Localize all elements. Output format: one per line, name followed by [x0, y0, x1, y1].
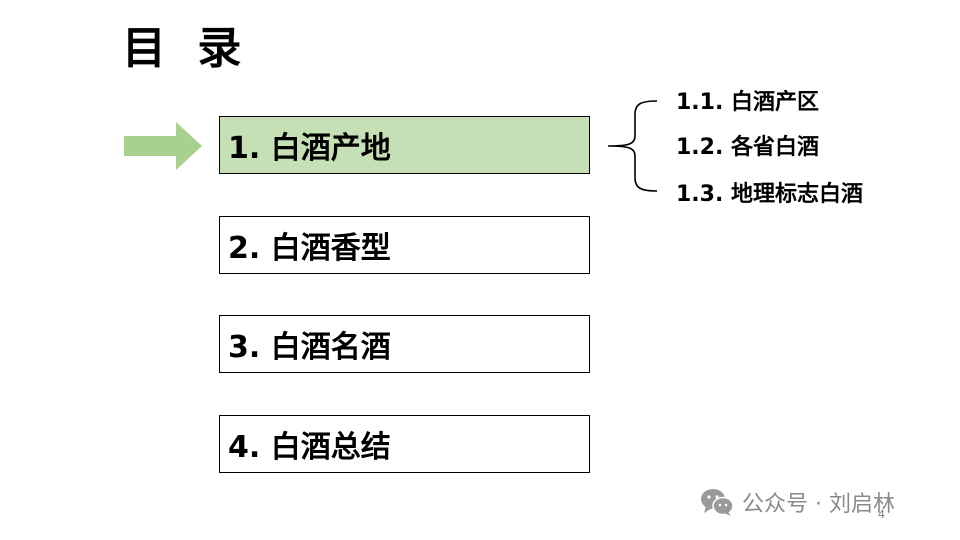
- toc-item-aroma-type[interactable]: 2. 白酒香型: [219, 216, 590, 274]
- page-number: 4: [878, 508, 885, 521]
- slide-title: 目 录: [122, 23, 250, 74]
- current-section-arrow-icon: [124, 122, 202, 170]
- watermark: 公众号 · 刘启林: [700, 486, 895, 518]
- toc-item-label: 4. 白酒总结: [228, 430, 391, 465]
- subsection-item-production-area[interactable]: 1.1. 白酒产区: [676, 90, 819, 115]
- subsection-item-provincial-liquor[interactable]: 1.2. 各省白酒: [676, 135, 819, 160]
- subsection-item-geographic-indication[interactable]: 1.3. 地理标志白酒: [676, 182, 863, 207]
- watermark-text: 公众号 · 刘启林: [742, 492, 895, 517]
- toc-item-label: 1. 白酒产地: [228, 131, 391, 166]
- subsection-brace-icon: [607, 100, 658, 192]
- toc-item-summary[interactable]: 4. 白酒总结: [219, 415, 590, 473]
- toc-item-famous-liquor[interactable]: 3. 白酒名酒: [219, 315, 590, 373]
- toc-item-label: 3. 白酒名酒: [228, 330, 391, 365]
- toc-item-origin[interactable]: 1. 白酒产地: [219, 116, 590, 174]
- toc-item-label: 2. 白酒香型: [228, 231, 391, 266]
- wechat-icon: [701, 489, 734, 516]
